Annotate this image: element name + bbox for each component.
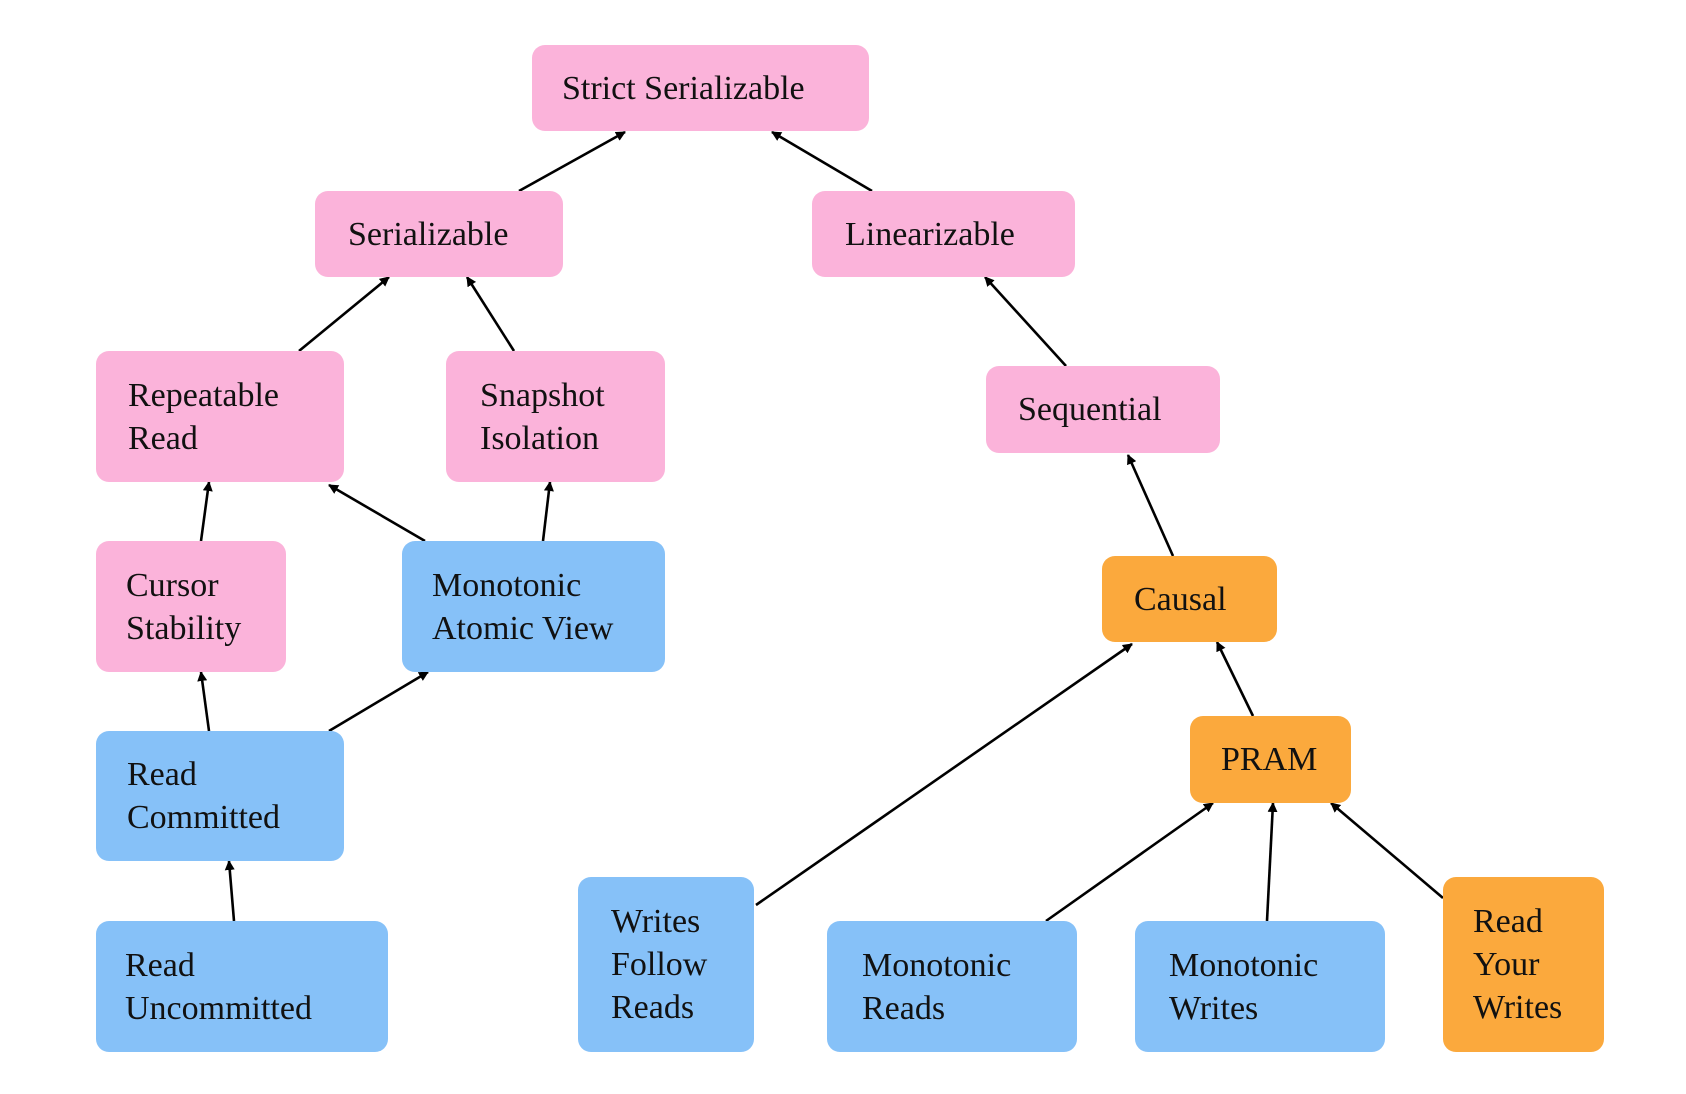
edge-read-uncommitted-to-read-committed: [224, 860, 236, 922]
edge-serializable-to-strict-serializable: [518, 130, 626, 193]
node-serializable: Serializable: [315, 191, 563, 277]
edge-cursor-stability-to-repeatable-read: [199, 481, 213, 542]
node-linearizable: Linearizable: [812, 191, 1075, 277]
edge-pram-to-causal: [1215, 641, 1255, 717]
node-pram: PRAM: [1190, 716, 1351, 803]
edge-read-committed-to-monotonic-atomic-view: [328, 670, 429, 733]
node-causal: Causal: [1102, 556, 1277, 642]
edge-monotonic-atomic-view-to-repeatable-read: [328, 483, 426, 543]
node-monotonic-reads: Monotonic Reads: [827, 921, 1077, 1052]
edge-linearizable-to-strict-serializable: [771, 130, 873, 193]
node-snapshot-isolation: Snapshot Isolation: [446, 351, 665, 482]
edge-monotonic-reads-to-pram: [1045, 801, 1214, 923]
node-monotonic-atomic-view: Monotonic Atomic View: [402, 541, 665, 672]
node-read-committed: Read Committed: [96, 731, 344, 861]
edge-repeatable-read-to-serializable: [298, 275, 390, 353]
node-cursor-stability: Cursor Stability: [96, 541, 286, 672]
edge-causal-to-sequential: [1126, 454, 1175, 557]
edge-monotonic-atomic-view-to-snapshot-isolation: [541, 481, 554, 542]
node-monotonic-writes: Monotonic Writes: [1135, 921, 1385, 1052]
node-strict-serializable: Strict Serializable: [532, 45, 869, 131]
edge-monotonic-writes-to-pram: [1265, 802, 1278, 922]
edge-snapshot-isolation-to-serializable: [465, 276, 516, 352]
edge-read-your-writes-to-pram: [1330, 802, 1444, 899]
node-read-your-writes: Read Your Writes: [1443, 877, 1604, 1052]
node-read-uncommitted: Read Uncommitted: [96, 921, 388, 1052]
node-sequential: Sequential: [986, 366, 1220, 453]
edge-read-committed-to-cursor-stability: [197, 671, 211, 732]
edge-sequential-to-linearizable: [984, 276, 1067, 367]
edge-writes-follow-reads-to-causal: [755, 642, 1133, 907]
node-writes-follow-reads: Writes Follow Reads: [578, 877, 754, 1052]
node-repeatable-read: Repeatable Read: [96, 351, 344, 482]
